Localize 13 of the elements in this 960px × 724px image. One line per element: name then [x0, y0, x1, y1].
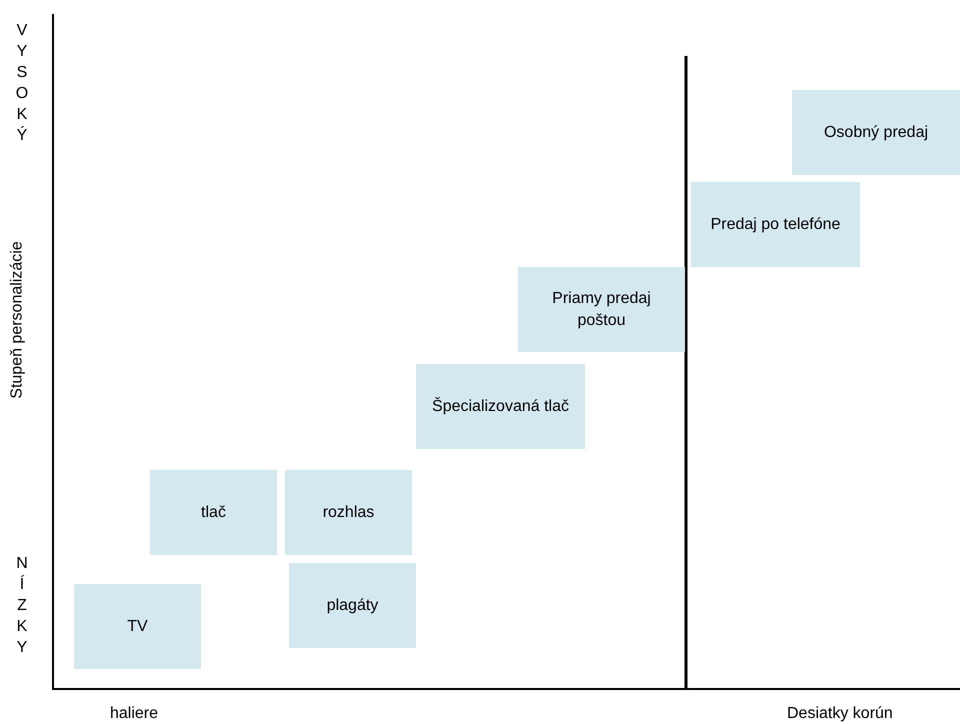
axis-end-label: Desiatky korún [787, 705, 893, 723]
category-box: Priamy predaj poštou [518, 267, 685, 352]
category-box: plagáty [289, 563, 416, 648]
category-box: tlač [150, 470, 277, 555]
category-box: Osobný predaj [792, 90, 960, 175]
category-box: TV [74, 584, 201, 669]
category-box: Predaj po telefóne [691, 182, 860, 267]
axis-end-label: NÍZKY [15, 554, 29, 658]
axis-end-label: haliere [110, 705, 158, 723]
axis-end-label: VYSOKÝ [15, 21, 29, 146]
category-box: rozhlas [285, 470, 412, 555]
category-box: Špecializovaná tlač [416, 364, 585, 449]
axis-title: Stupeň personalizácie [8, 241, 26, 399]
